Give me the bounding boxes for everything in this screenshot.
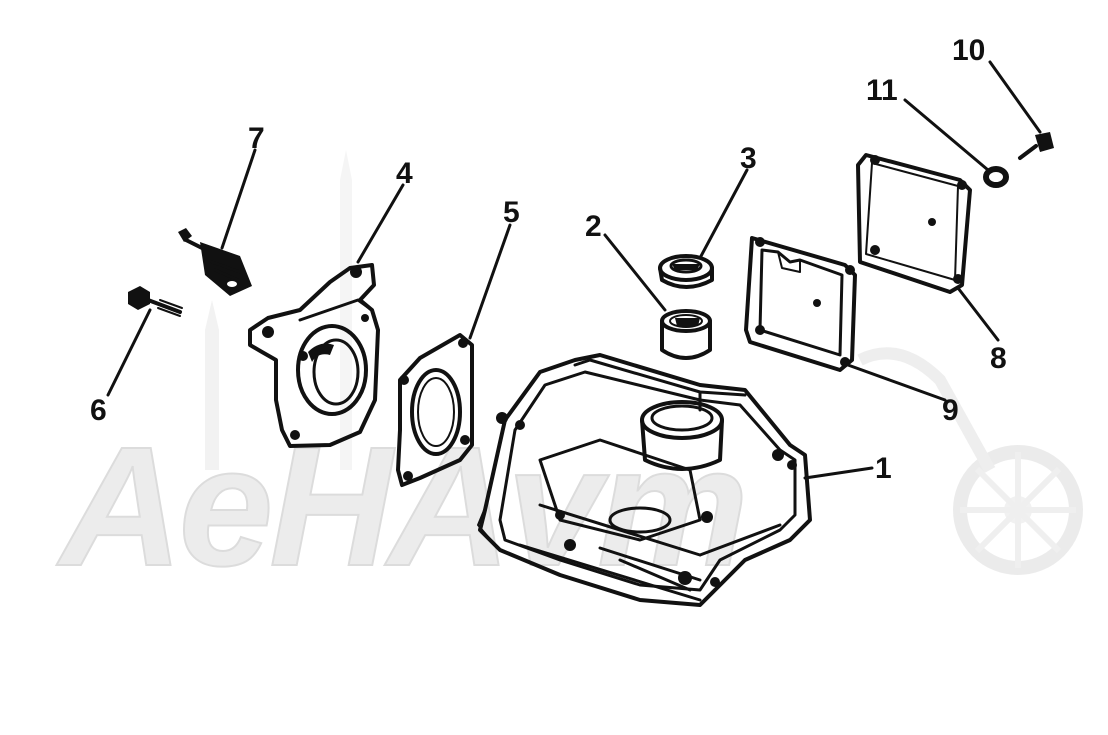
leader-7 xyxy=(220,148,257,250)
part-3-seal xyxy=(658,254,714,289)
part-9-cover-gasket xyxy=(744,236,857,372)
part-6-bolt xyxy=(128,286,183,317)
callout-labels: 1 2 3 4 5 6 7 8 9 10 11 xyxy=(90,34,1007,485)
part-10-screw xyxy=(1018,132,1054,160)
callout-9: 9 xyxy=(942,394,959,427)
watermark-spire-icon xyxy=(205,150,352,470)
leader-5 xyxy=(468,223,512,340)
callout-3: 3 xyxy=(740,142,757,175)
callout-10: 10 xyxy=(952,34,985,67)
part-5-gasket xyxy=(396,333,474,487)
leader-10 xyxy=(988,60,1042,134)
part-2-bushing xyxy=(660,309,712,360)
part-7-switch xyxy=(178,228,252,296)
leader-1 xyxy=(803,466,874,480)
callout-5: 5 xyxy=(503,196,520,229)
watermark: AeHAvm xyxy=(55,150,1083,603)
callout-8: 8 xyxy=(990,342,1007,375)
leader-9 xyxy=(846,363,947,402)
leader-2 xyxy=(603,233,667,312)
callout-7: 7 xyxy=(248,122,265,155)
callout-1: 1 xyxy=(875,452,892,485)
leader-8 xyxy=(956,286,1000,342)
callout-2: 2 xyxy=(585,210,602,243)
leader-6 xyxy=(106,308,152,397)
leader-4 xyxy=(356,183,405,264)
leader-11 xyxy=(903,98,990,172)
callout-4: 4 xyxy=(396,157,413,190)
part-11-washer xyxy=(983,166,1009,188)
leader-lines xyxy=(106,60,1042,480)
part-4-bearing-housing xyxy=(248,263,380,448)
leader-3 xyxy=(698,168,749,260)
callout-11: 11 xyxy=(866,74,898,107)
watermark-motorcycle-icon xyxy=(857,347,1083,575)
part-8-cover-plate xyxy=(856,153,972,294)
callout-6: 6 xyxy=(90,394,107,427)
part-1-transmission-housing xyxy=(477,353,812,607)
